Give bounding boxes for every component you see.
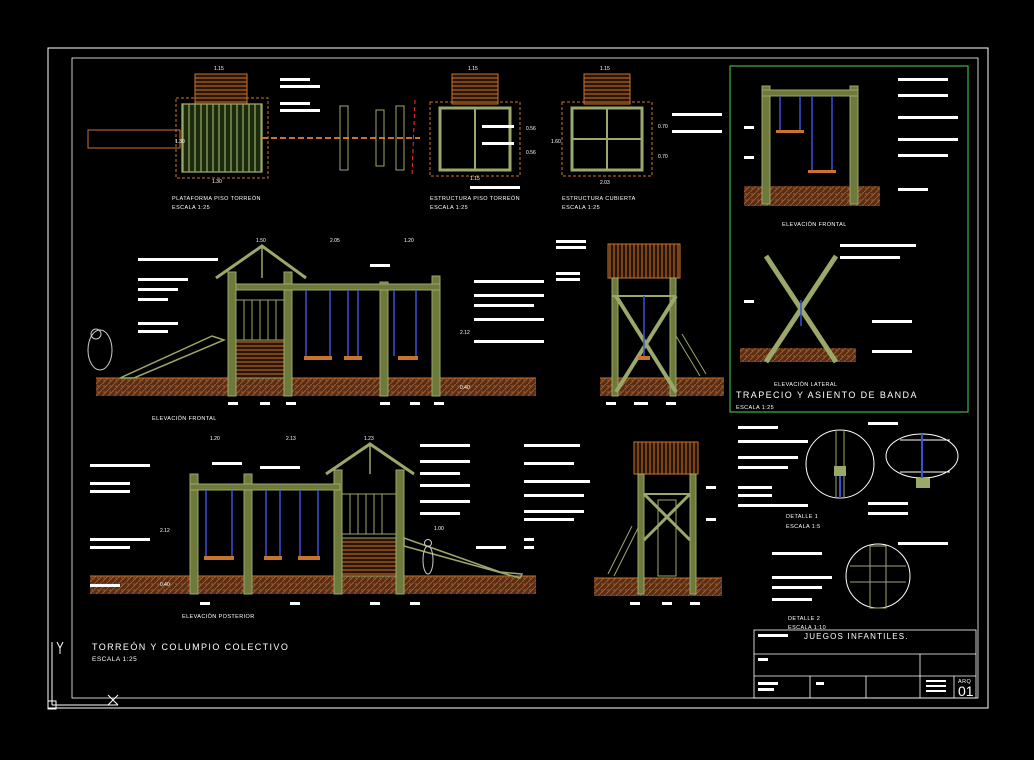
title-block: [753, 629, 977, 699]
tower-lateral-2: [594, 441, 722, 596]
trapecio-panel: [729, 65, 969, 413]
elev-p-dim-a: 1.20: [210, 436, 220, 442]
plan2-dim-bottom: 1.15: [470, 176, 480, 182]
plan3-dim-bottom: 2.03: [600, 180, 610, 186]
sheet-scale: ESCALA 1:25: [92, 656, 137, 663]
elev-p-height: 2.12: [160, 528, 170, 534]
sheet-number: 01: [958, 683, 974, 699]
plan2-callouts: [470, 125, 520, 189]
trapecio-scale: ESCALA 1:25: [736, 405, 774, 411]
plan2-dim-right-a: 0.56: [526, 126, 536, 132]
plan2-title: ESTRUCTURA PISO TORREÓN: [430, 195, 520, 202]
detail-2-drawing: [845, 543, 911, 609]
plan1-scale: ESCALA 1:25: [172, 205, 210, 211]
project-name: JUEGOS INFANTILES.: [804, 632, 909, 641]
plan2-dim-top: 1.15: [468, 66, 478, 72]
trapecio-title: TRAPECIO Y ASIENTO DE BANDA: [736, 390, 918, 400]
trapecio-lateral: [740, 254, 856, 364]
plan1-dim-side: 1.30: [175, 139, 185, 145]
trapecio-frontal: [744, 85, 880, 206]
elev-f-title: ELEVACIÓN FRONTAL: [152, 415, 217, 422]
plan1-dim-top: 1.15: [214, 66, 224, 72]
elev-f-callouts: [138, 258, 544, 405]
plan1-dim-bottom: 1.30: [212, 179, 222, 185]
title-block-fields: [758, 634, 946, 692]
sheet-inner-frame: [71, 57, 979, 699]
tower-lateral-1-callouts: [556, 240, 676, 405]
trapecio-front-label: ELEVACIÓN FRONTAL: [782, 221, 847, 228]
sheet-title: TORREÓN Y COLUMPIO COLECTIVO: [92, 642, 289, 652]
trapecio-callouts: [744, 78, 958, 353]
plan2-dim-right-b: 0.56: [526, 150, 536, 156]
elev-p-callouts: [90, 444, 506, 605]
sheet-code: ARQ: [958, 679, 971, 685]
plan-estructura-cubierta: [561, 73, 653, 177]
plan3-callouts: [672, 113, 722, 133]
tower-lateral-1: [600, 243, 724, 397]
plan1-title: PLATAFORMA PISO TORREÓN: [172, 195, 261, 202]
elevation-frontal: [87, 244, 536, 397]
plan1-callouts: [280, 78, 320, 112]
detail-1-title: DETALLE 1: [786, 514, 818, 520]
plan3-title: ESTRUCTURA CUBIERTA: [562, 196, 636, 202]
details-callouts: [738, 422, 948, 601]
plan3-scale: ESCALA 1:25: [562, 205, 600, 211]
plan-plataforma: [87, 73, 420, 179]
detail-2-scale: ESCALA 1:10: [788, 625, 826, 631]
elev-p-dim-b: 2.13: [286, 436, 296, 442]
plan3-dim-right-b: 0.70: [658, 154, 668, 160]
elev-p-dim-c: 1.23: [364, 436, 374, 442]
elev-f-dim-a: 1.50: [256, 238, 266, 244]
detail-2-title: DETALLE 2: [788, 616, 820, 622]
elev-f-dim-b: 2.05: [330, 238, 340, 244]
tower-lateral-2-callouts: [524, 444, 716, 605]
elev-f-dim-c: 1.20: [404, 238, 414, 244]
ucs-icon: [47, 641, 119, 710]
plan2-scale: ESCALA 1:25: [430, 205, 468, 211]
elev-p-base: 0.40: [160, 582, 170, 588]
plan-estructura-piso: [429, 73, 521, 177]
elev-f-height: 2.12: [460, 330, 470, 336]
sheet-outer-frame: [47, 47, 989, 709]
elev-f-base: 0.40: [460, 385, 470, 391]
detail-1-scale: ESCALA 1:5: [786, 524, 821, 530]
plan3-dim-top: 1.15: [600, 66, 610, 72]
elev-p-fig-height: 1.00: [434, 526, 444, 532]
plan3-dim-right-a: 0.70: [658, 124, 668, 130]
detail-1-drawing: [805, 429, 959, 499]
trapecio-side-label: ELEVACIÓN LATERAL: [774, 381, 837, 388]
plan3-dim-left: 1.60: [551, 139, 561, 145]
elev-p-title: ELEVACIÓN POSTERIOR: [182, 613, 255, 620]
elevation-posterior: [90, 442, 536, 595]
